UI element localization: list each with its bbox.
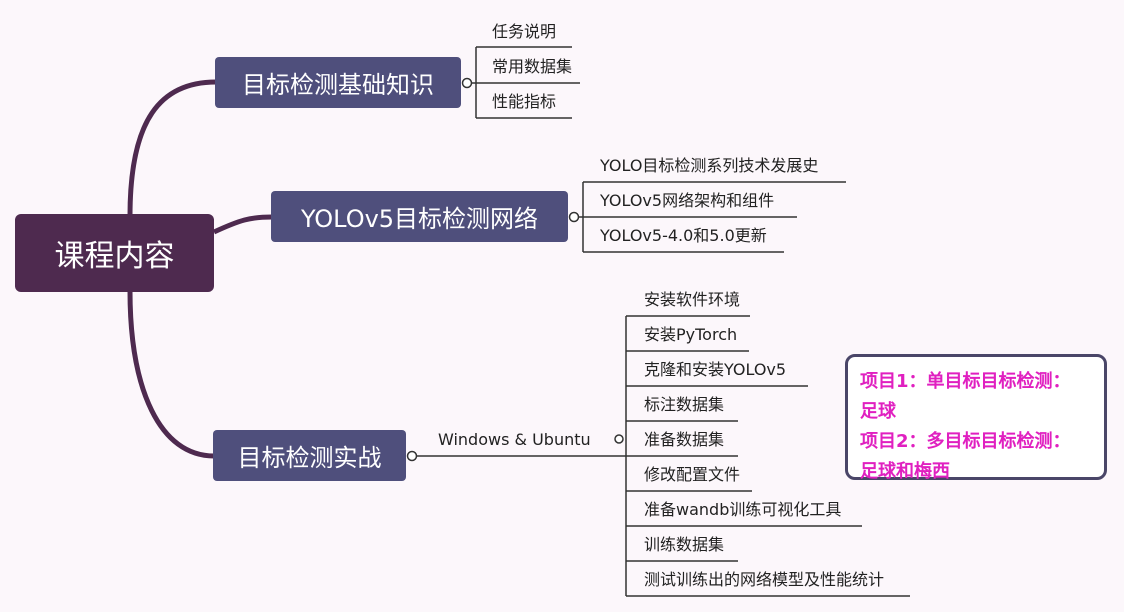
leaf-node[interactable]: 训练数据集: [644, 535, 725, 554]
connector-root-to-yolov5: [212, 214, 273, 235]
root-node[interactable]: 课程内容: [15, 214, 214, 292]
branch-node-label: YOLOv5目标检测网络: [300, 205, 539, 233]
branch-node-label: 目标检测基础知识: [242, 71, 434, 99]
branch-node-practice[interactable]: 目标检测实战: [213, 430, 406, 481]
leaf-node[interactable]: 修改配置文件: [644, 465, 741, 484]
leaf-node[interactable]: 准备数据集: [644, 430, 725, 449]
branch1-leaf-lines: [461, 46, 580, 119]
leaf-node[interactable]: 任务说明: [492, 22, 557, 41]
leaf-node[interactable]: YOLO目标检测系列技术发展史: [600, 156, 819, 175]
leaf-node[interactable]: 安装软件环境: [644, 290, 741, 309]
branch3-leaf-lines: [406, 315, 910, 597]
branch-node-basics[interactable]: 目标检测基础知识: [215, 57, 461, 108]
note-line: 项目1：单目标目标检测：: [860, 371, 1071, 392]
note-line: 足球和梅西: [860, 461, 950, 482]
branch-node-label: 目标检测实战: [237, 444, 382, 472]
root-node-label: 课程内容: [54, 239, 175, 274]
branch2-leaf-lines: [568, 181, 846, 253]
note-line: 足球: [860, 401, 896, 422]
leaf-node[interactable]: 克隆和安装YOLOv5: [644, 360, 787, 379]
leaf-node[interactable]: 性能指标: [492, 92, 557, 111]
connector-label-os[interactable]: Windows & Ubuntu: [438, 430, 591, 449]
project-note-box[interactable]: 项目1：单目标目标检测： 足球 项目2：多目标目标检测： 足球和梅西: [845, 354, 1107, 482]
connector-root-to-basics: [127, 79, 217, 217]
leaf-node[interactable]: 测试训练出的网络模型及性能统计: [644, 570, 885, 589]
leaf-node[interactable]: YOLOv5网络架构和组件: [600, 191, 775, 210]
leaf-node[interactable]: 安装PyTorch: [644, 325, 738, 344]
leaf-node[interactable]: YOLOv5-4.0和5.0更新: [600, 226, 767, 245]
branch-node-yolov5[interactable]: YOLOv5目标检测网络: [271, 191, 568, 242]
connector-root-to-practice: [127, 290, 215, 459]
leaf-node[interactable]: 准备wandb训练可视化工具: [644, 500, 842, 519]
leaf-node[interactable]: 常用数据集: [492, 57, 573, 76]
leaf-node[interactable]: 标注数据集: [644, 395, 725, 414]
note-line: 项目2：多目标目标检测：: [860, 431, 1071, 452]
